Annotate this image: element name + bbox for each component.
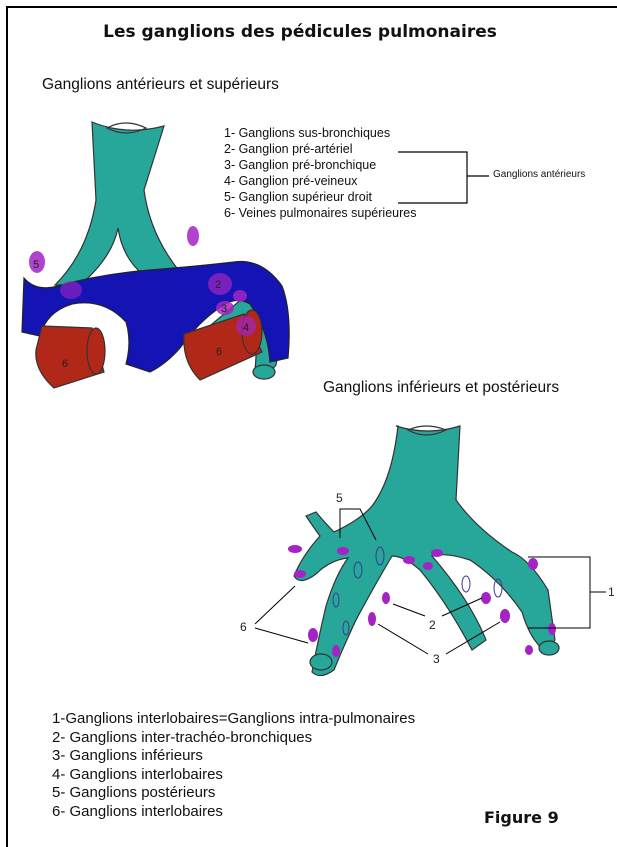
bottom-fig-label: 2	[429, 618, 436, 632]
top-fig-label: 3	[221, 303, 227, 315]
bottom-fig-label: 3	[433, 652, 440, 666]
top-pedicle-diagram	[22, 122, 289, 388]
bottom-bronchial-tree	[255, 426, 606, 676]
top-fig-label: 5	[33, 259, 39, 271]
trachea-shape	[55, 122, 180, 285]
bottom-fig-label: 5	[336, 491, 343, 505]
bronchial-tree-shape	[294, 426, 555, 676]
anterior-bracket	[398, 152, 489, 203]
top-fig-label: 2	[215, 279, 221, 291]
bottom-fig-label: 6	[240, 620, 247, 634]
top-fig-label: 4	[243, 322, 249, 334]
top-fig-label: 6	[216, 346, 222, 358]
bottom-fig-label: 1	[608, 585, 615, 599]
top-fig-label: 6	[62, 358, 68, 370]
